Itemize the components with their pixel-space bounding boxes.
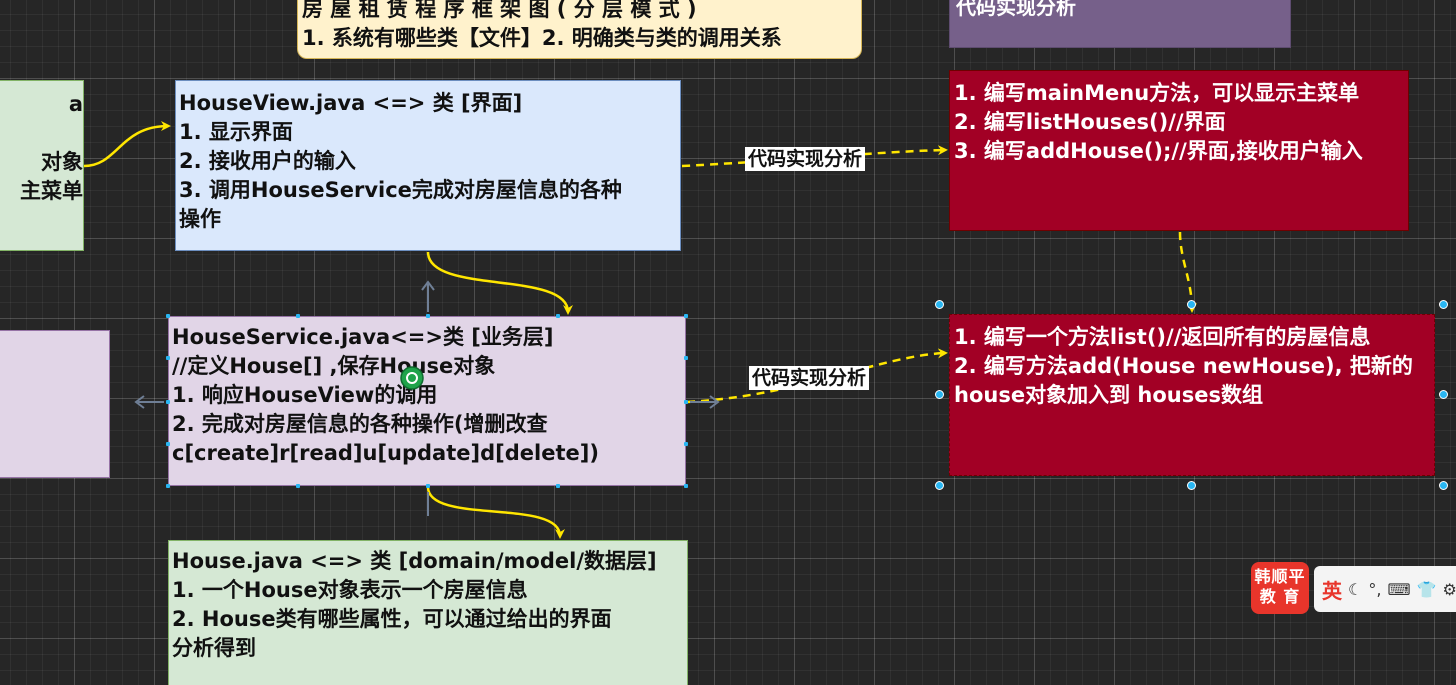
house-view-line-5: 操作 (179, 207, 221, 231)
hint-arrow-right (690, 395, 720, 409)
hint-arrow-left (134, 395, 164, 409)
house-model-line-2: 1. 一个House对象表示一个房屋信息 (172, 578, 528, 602)
top-note-line-1: 房 屋 租 赁 程 序 框 架 图 ( 分 层 模 式 ) (302, 0, 697, 21)
connection-point[interactable] (684, 442, 688, 446)
left-green-box[interactable]: a 对象 主菜单 (0, 80, 84, 251)
dashed-arrow-red1-to-red2[interactable] (1178, 231, 1197, 313)
ime-language-toggle[interactable]: 英 (1322, 578, 1342, 603)
house-service-line-2: //定义House[] ,保存House对象 (172, 354, 496, 378)
connection-point[interactable] (684, 484, 688, 488)
house-view-box[interactable]: HouseView.java <=> 类 [界面] 1. 显示界面 2. 接收用… (175, 80, 681, 251)
connection-point[interactable] (166, 442, 170, 446)
connection-point[interactable] (296, 314, 300, 318)
connection-point[interactable] (166, 356, 170, 360)
house-service-line-3: 1. 响应HouseView的调用 (172, 383, 438, 407)
resize-handle-bottom-left[interactable] (935, 481, 944, 490)
arrow-green-to-view[interactable] (83, 121, 171, 168)
connection-point[interactable] (426, 484, 430, 488)
ime-toolbar[interactable]: 英 ☾ °, ⌨ 👕 ⚙ (1314, 566, 1456, 612)
view-impl-box[interactable]: 1. 编写mainMenu方法，可以显示主菜单 2. 编写listHouses(… (949, 70, 1409, 231)
brand-logo-line-1: 韩顺平 (1254, 567, 1306, 586)
connection-point[interactable] (684, 400, 688, 404)
service-impl-line-1: 1. 编写一个方法list()//返回所有的房屋信息 (954, 325, 1371, 349)
more-icon[interactable]: ⚙ (1442, 579, 1456, 599)
connection-point[interactable] (426, 314, 430, 318)
top-right-box-text: 代码实现分析 (956, 0, 1076, 19)
edge-label-view-analysis[interactable]: 代码实现分析 (745, 147, 866, 171)
connection-point[interactable] (556, 314, 560, 318)
house-service-line-4: 2. 完成对房屋信息的各种操作(增删改查 (172, 412, 548, 436)
view-impl-line-2: 2. 编写listHouses()//界面 (954, 110, 1226, 134)
house-model-line-4: 分析得到 (172, 636, 256, 660)
house-model-box[interactable]: House.java <=> 类 [domain/model/数据层] 1. 一… (168, 540, 688, 685)
resize-handle-bottom[interactable] (1187, 481, 1196, 490)
resize-handle-top[interactable] (1187, 300, 1196, 309)
left-purple-box[interactable] (0, 330, 110, 478)
hint-arrow-up (421, 280, 435, 312)
connection-point[interactable] (166, 400, 170, 404)
service-impl-box[interactable]: 1. 编写一个方法list()//返回所有的房屋信息 2. 编写方法add(Ho… (949, 314, 1435, 476)
skin-icon[interactable]: 👕 (1416, 579, 1437, 599)
left-green-line-4: 主菜单 (20, 179, 83, 203)
connect-target-icon[interactable] (398, 364, 426, 392)
keyboard-icon[interactable]: ⌨ (1387, 579, 1411, 599)
brand-logo: 韩顺平 教 育 (1251, 562, 1309, 614)
connection-point[interactable] (556, 484, 560, 488)
left-green-line-2 (0, 119, 83, 148)
resize-handle-right[interactable] (1439, 390, 1448, 399)
resize-handle-left[interactable] (935, 390, 944, 399)
punctuation-icon[interactable]: °, (1368, 579, 1382, 599)
arrow-service-to-house[interactable] (426, 486, 565, 539)
house-view-line-4: 3. 调用HouseService完成对房屋信息的各种 (179, 178, 622, 202)
resize-handle-bottom-right[interactable] (1439, 481, 1448, 490)
connection-point[interactable] (684, 356, 688, 360)
house-model-line-3: 2. House类有哪些属性，可以通过给出的界面 (172, 607, 612, 631)
house-service-line-1: HouseService.java<=>类 [业务层] (172, 325, 554, 349)
house-service-box[interactable]: HouseService.java<=>类 [业务层] //定义House[] … (168, 316, 686, 486)
arrow-view-to-service[interactable] (426, 251, 573, 315)
service-impl-line-2: 2. 编写方法add(House newHouse), 把新的 (954, 354, 1413, 378)
house-model-line-1: House.java <=> 类 [domain/model/数据层] (172, 549, 657, 573)
connection-point[interactable] (296, 484, 300, 488)
top-right-box[interactable]: 代码实现分析 (949, 0, 1291, 48)
connection-point[interactable] (166, 484, 170, 488)
top-note[interactable]: 房 屋 租 赁 程 序 框 架 图 ( 分 层 模 式 ) 1. 系统有哪些类【… (297, 0, 862, 59)
service-impl-line-3: house对象加入到 houses数组 (954, 383, 1263, 407)
top-note-line-2: 1. 系统有哪些类【文件】2. 明确类与类的调用关系 (302, 26, 782, 50)
left-green-line-3: 对象 (41, 150, 83, 174)
left-green-line-1: a (68, 92, 83, 116)
resize-handle-top-right[interactable] (1439, 300, 1448, 309)
moon-icon[interactable]: ☾ (1348, 579, 1363, 599)
connection-point[interactable] (684, 314, 688, 318)
view-impl-line-1: 1. 编写mainMenu方法，可以显示主菜单 (954, 81, 1360, 105)
resize-handle-top-left[interactable] (935, 300, 944, 309)
brand-logo-line-2: 教 育 (1259, 587, 1301, 606)
edge-label-service-analysis[interactable]: 代码实现分析 (749, 366, 870, 390)
connection-point[interactable] (166, 314, 170, 318)
house-view-line-3: 2. 接收用户的输入 (179, 149, 356, 173)
house-view-line-2: 1. 显示界面 (179, 120, 293, 144)
house-service-line-5: c[create]r[read]u[update]d[delete]) (172, 441, 599, 465)
view-impl-line-3: 3. 编写addHouse();//界面,接收用户输入 (954, 139, 1363, 163)
house-view-line-1: HouseView.java <=> 类 [界面] (179, 91, 523, 115)
